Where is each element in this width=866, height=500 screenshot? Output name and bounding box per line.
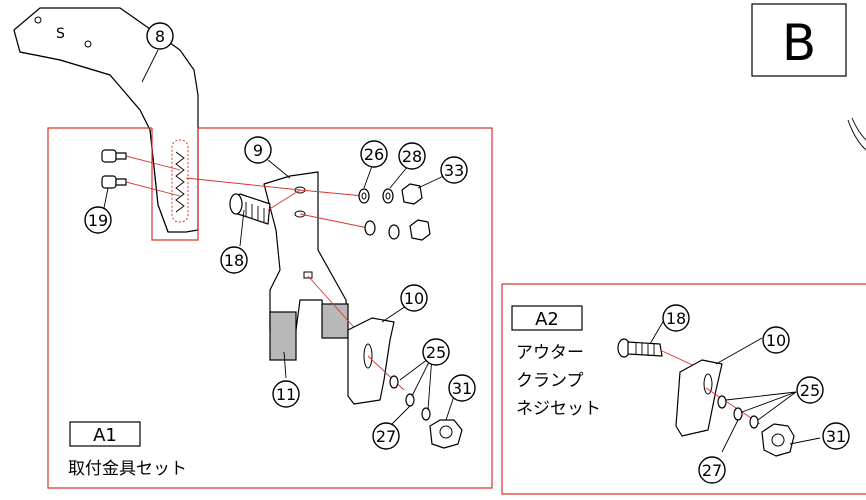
assembly-a2-code: A2 — [535, 309, 559, 330]
part-18-bolt-a1 — [229, 189, 301, 225]
callout-8: 8 — [146, 22, 174, 50]
section-letter: B — [782, 14, 816, 72]
callout-18-a2: 18 — [662, 304, 690, 332]
svg-text:27: 27 — [376, 427, 396, 446]
svg-text:27: 27 — [702, 461, 722, 480]
svg-text:18: 18 — [666, 309, 686, 328]
svg-text:18: 18 — [224, 251, 244, 270]
part-9-clamp-plate — [263, 171, 349, 331]
assembly-a2-name-line-1: アウター — [516, 343, 584, 363]
assembly-a1-name: 取付金具セット — [68, 459, 187, 479]
part-10-plate-a1 — [347, 317, 405, 405]
callout-33: 33 — [440, 156, 468, 184]
frame-a2 — [501, 283, 866, 495]
part-11-rubber-pads — [269, 303, 349, 361]
callout-26: 26 — [360, 140, 388, 168]
assembly-a1-code: A1 — [93, 425, 117, 446]
assembly-a2-caption: A2 アウター クランプ ネジセット — [511, 305, 601, 419]
callout-27-a2: 27 — [698, 456, 726, 484]
svg-text:31: 31 — [826, 427, 846, 446]
svg-text:25: 25 — [800, 381, 820, 400]
callout-10-a1: 10 — [400, 284, 428, 312]
callout-27-a1: 27 — [372, 422, 400, 450]
callout-11: 11 — [272, 380, 300, 408]
callout-28: 28 — [398, 142, 426, 170]
callout-31-a1: 31 — [448, 374, 476, 402]
svg-text:31: 31 — [452, 379, 472, 398]
knob-assembly-a2 — [717, 395, 795, 457]
frame-a1 — [47, 127, 493, 489]
svg-text:10: 10 — [766, 331, 786, 350]
callout-19: 19 — [84, 206, 112, 234]
svg-text:11: 11 — [276, 385, 296, 404]
callout-31-a2: 31 — [822, 422, 850, 450]
svg-text:8: 8 — [155, 27, 165, 46]
svg-text:28: 28 — [402, 147, 422, 166]
svg-text:10: 10 — [404, 289, 424, 308]
callout-25-a1: 25 — [422, 338, 450, 366]
svg-text:33: 33 — [444, 161, 464, 180]
section-b-box: B — [751, 3, 847, 77]
part-19-bolts — [101, 149, 181, 197]
part-18-bolt-a2 — [617, 338, 713, 375]
svg-text:19: 19 — [88, 211, 108, 230]
part-10-plate-a2 — [675, 359, 761, 437]
stamp-s: S — [56, 26, 65, 42]
callout-9: 9 — [244, 136, 272, 164]
callout-10-a2: 10 — [762, 326, 790, 354]
callout-18-a1: 18 — [220, 246, 248, 274]
svg-text:9: 9 — [253, 141, 263, 160]
callout-25-a2: 25 — [796, 376, 824, 404]
svg-text:25: 25 — [426, 343, 446, 362]
assembly-a2-name-line-3: ネジセット — [516, 399, 601, 419]
partial-part-edge — [847, 117, 866, 151]
washers-and-nuts-a1 — [358, 183, 431, 241]
part-8-bracket-arm: S — [13, 7, 199, 233]
knob-assembly-a1 — [389, 375, 463, 449]
assembly-a1-caption: A1 取付金具セット — [68, 421, 187, 479]
assembly-a2-name-line-2: クランプ — [516, 371, 584, 391]
svg-text:26: 26 — [364, 145, 384, 164]
